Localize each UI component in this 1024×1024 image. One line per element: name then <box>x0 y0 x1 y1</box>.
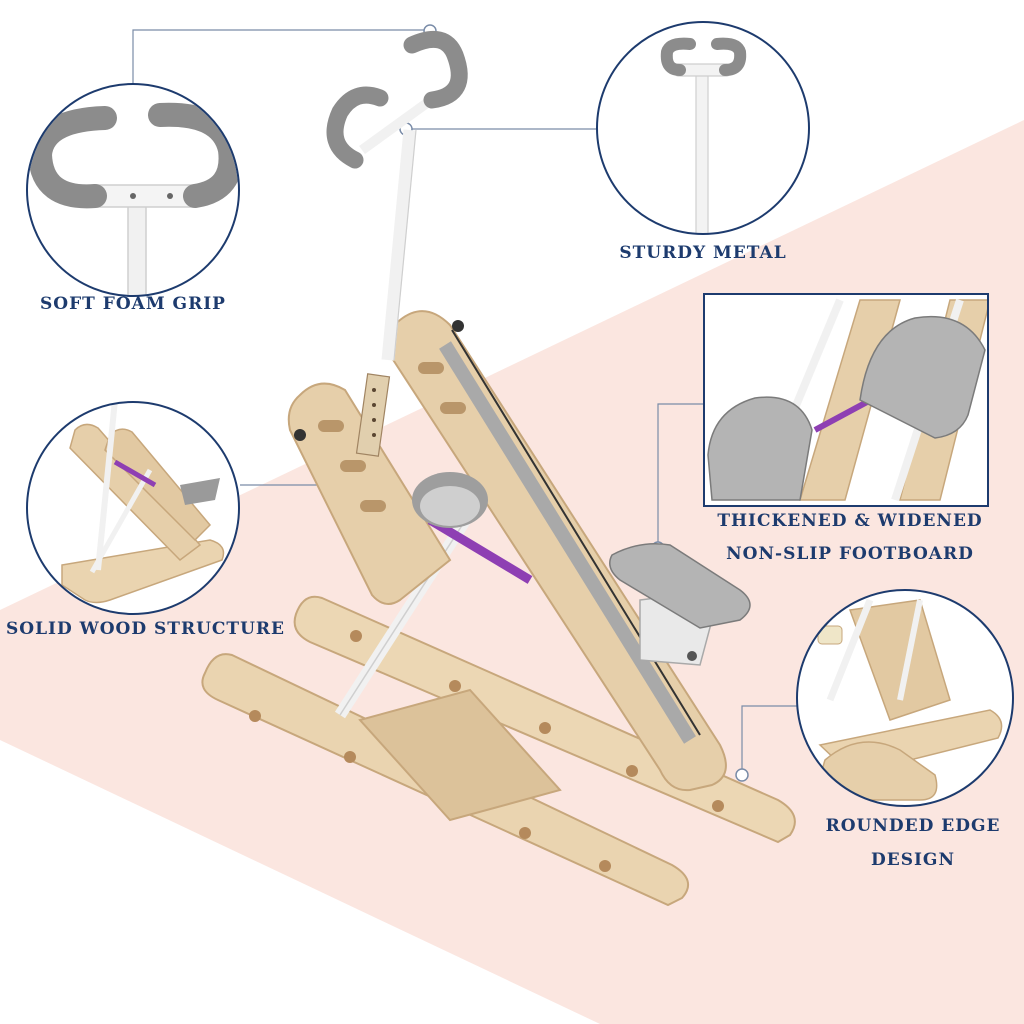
sturdy-metal-detail <box>596 21 810 235</box>
soft-foam-grip-detail <box>26 83 240 297</box>
rounded-edge-detail <box>796 589 1014 807</box>
footboard-label-line1: THICKENED & WIDENED <box>717 511 983 531</box>
sturdy-metal-label: STURDY METAL <box>619 243 787 263</box>
footboard-detail <box>703 293 989 507</box>
rounded-edge-label-line2: DESIGN <box>871 850 955 870</box>
solid-wood-structure-label: SOLID WOOD STRUCTURE <box>6 619 285 639</box>
stepper-machine <box>201 30 796 907</box>
rounded-edge-label-line1: ROUNDED EDGE <box>825 816 1001 836</box>
soft-foam-grip-label: SOFT FOAM GRIP <box>40 294 226 314</box>
footboard-label-line2: NON-SLIP FOOTBOARD <box>726 544 974 564</box>
solid-wood-detail <box>26 401 240 615</box>
callout-connectors <box>132 29 797 775</box>
